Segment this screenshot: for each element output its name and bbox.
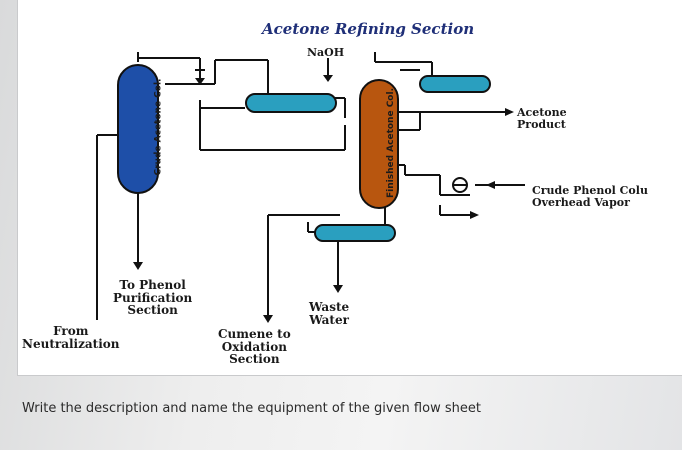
diagram-title: Acetone Refining Section [262,20,475,38]
arrow-head [323,75,333,82]
crude-acetone-column [117,64,159,194]
naoh-label: NaOH [307,46,345,59]
arrow-head [333,285,343,293]
arrow-head [505,108,514,116]
finished-acetone-column [359,79,399,209]
arrow-head [486,181,495,189]
condenser-drum-1 [245,93,337,113]
arrow-head [263,315,273,323]
arrow-head [133,262,143,270]
arrow-head [470,211,479,219]
condenser-drum-2 [419,75,491,93]
question-text: Write the description and name the equip… [22,401,481,416]
arrow-head [195,78,205,85]
crude-acetone-column-label: Crude Acetone Col. [153,78,164,176]
finished-acetone-column-label: Finished Acetone Col. [386,88,396,198]
separator-drum [314,224,396,242]
